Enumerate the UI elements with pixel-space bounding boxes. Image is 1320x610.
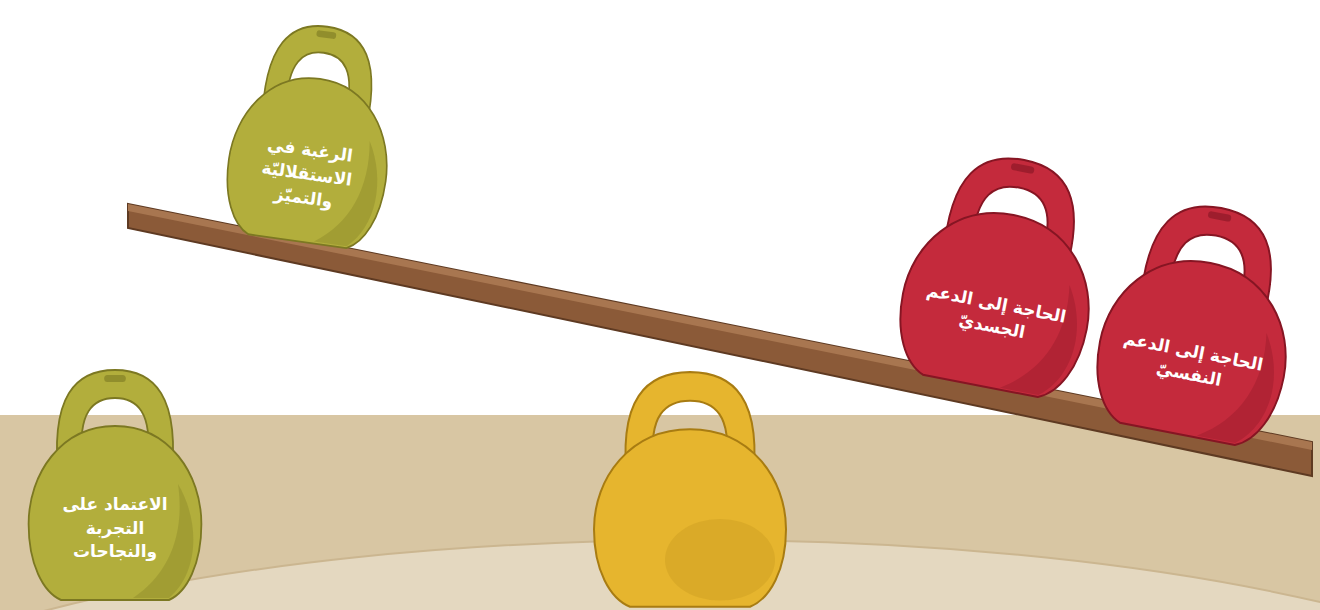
text-area: الرغبة في الاستقلاليّة والتميّز: [239, 111, 375, 238]
text-area: الاعتماد على التجربة والنجاحات: [48, 470, 181, 588]
kettlebell-shape: [884, 136, 1121, 409]
kettlebell-label: الاعتماد على التجربة والنجاحات: [48, 493, 181, 564]
kettlebell-label: الحاجة إلى الدعم النفسيّ: [1116, 326, 1267, 400]
kettlebell-label: الرغبة في الاستقلاليّة والتميّز: [241, 131, 372, 219]
kettlebell-node: الاعتماد على التجربة والنجاحات: [25, 364, 205, 604]
fulcrum-kettlebell: [594, 372, 786, 607]
kettlebell-node: الحاجة إلى الدعم النفسيّ: [1081, 184, 1318, 457]
plank: [128, 204, 1312, 476]
kettlebell-label: الحاجة إلى الدعم الجسديّ: [919, 278, 1070, 352]
kettlebell-node: الرغبة في الاستقلاليّة والتميّز: [215, 10, 410, 257]
kettlebell-shape: [25, 364, 205, 604]
kettlebell-node: الحاجة إلى الدعم الجسديّ: [884, 136, 1121, 409]
kettlebell-shape: [215, 10, 410, 257]
kettlebell-shape: [1081, 184, 1318, 457]
